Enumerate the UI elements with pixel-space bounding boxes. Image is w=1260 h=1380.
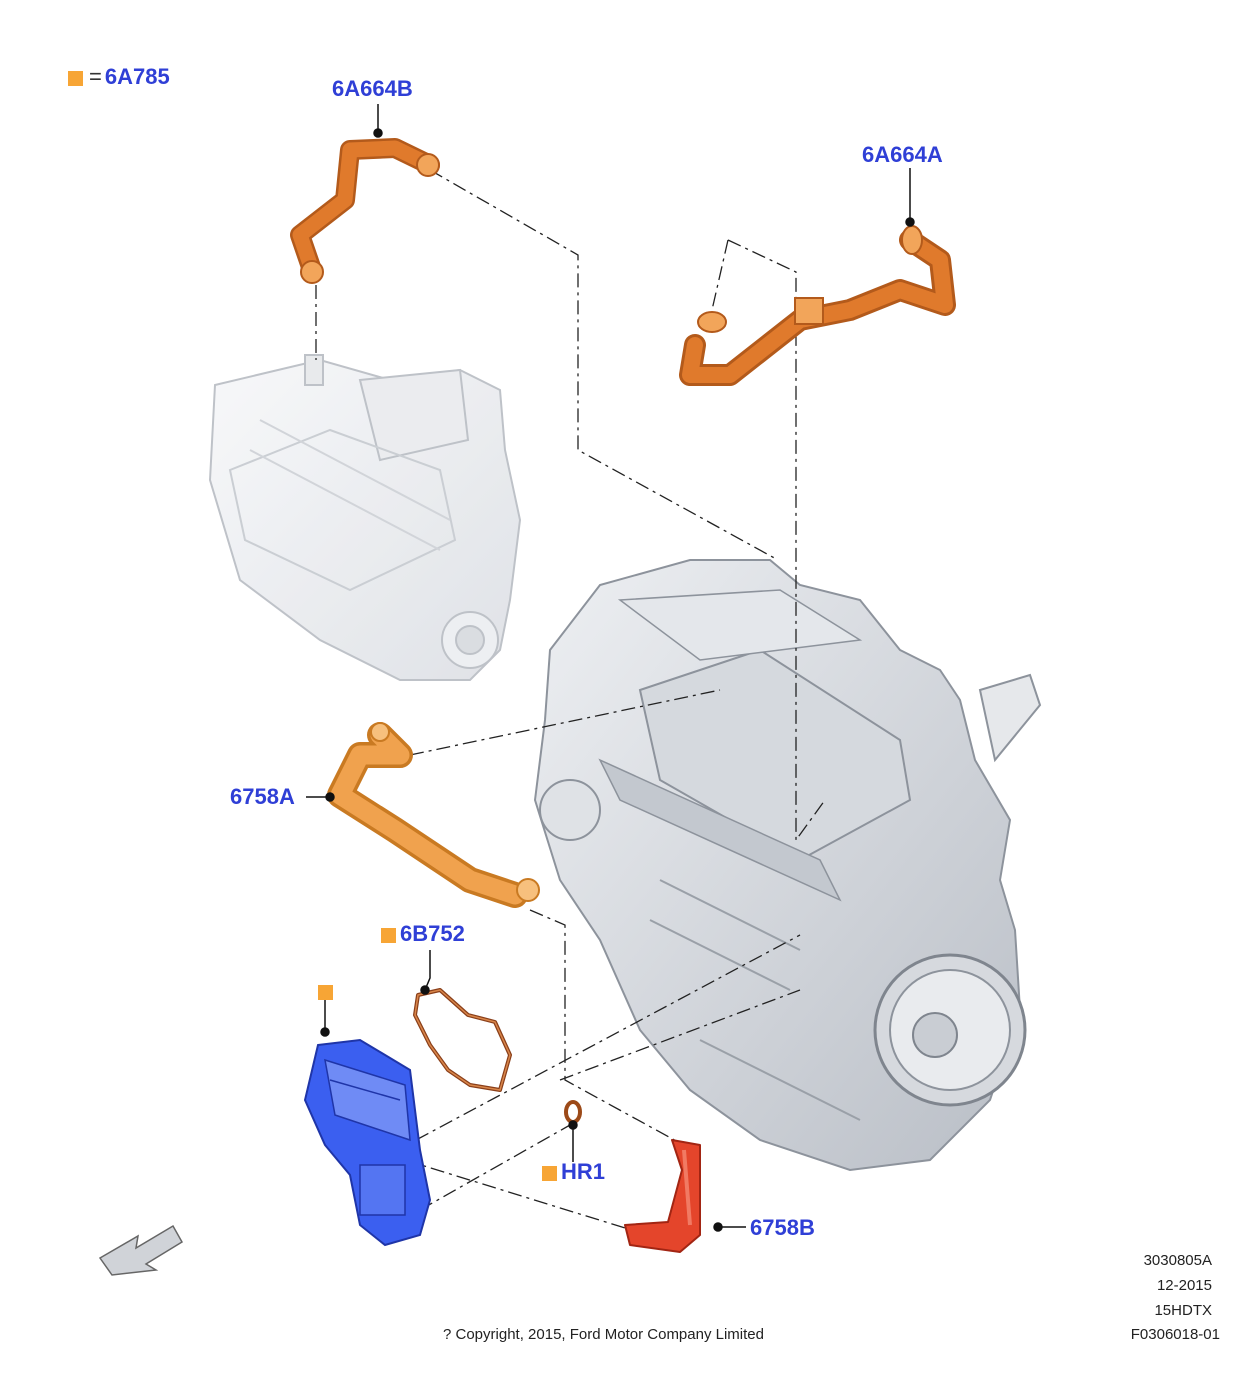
service-kit-square-icon [318,984,333,1000]
leader-lines [315,169,826,1233]
hose-6758A [327,722,540,908]
footer-ref-illustration: 3030805A [1143,1252,1212,1269]
callout-6A664B: 6A664B [332,76,413,101]
hose-6A664B [290,138,440,284]
callout-6B752: 6B752 [381,921,465,947]
service-kit-square-icon [542,1165,557,1181]
reference-cylinder-head [208,354,522,681]
service-kit-square-icon [381,927,396,943]
callout-HR1-label: HR1 [561,1159,606,1184]
callout-6758B: 6758B [750,1215,815,1240]
footer-ref-figure: F0306018-01 [1130,1326,1220,1343]
legend: =6A785 [68,64,170,90]
gasket-6B752 [413,988,512,1092]
callout-6B752-label: 6B752 [400,921,465,946]
callout-HR1: HR1 [542,1159,605,1185]
hose-6A664A [679,225,956,386]
callout-leaders [306,104,915,1232]
o-ring-HR1 [564,1100,582,1124]
engine-assembly [533,559,1042,1172]
oil-separator [303,1038,432,1247]
pipe-6758B [624,1139,701,1253]
footer-ref-date: 12-2015 [1156,1277,1212,1294]
legend-square-icon [68,70,83,86]
footer-ref-model: 15HDTX [1154,1302,1212,1319]
legend-code: 6A785 [104,64,170,89]
legend-equals: = [89,64,102,89]
callout-6A664A: 6A664A [862,142,943,167]
footer-copyright: ? Copyright, 2015, Ford Motor Company Li… [443,1326,764,1343]
callout-6758A: 6758A [230,784,295,809]
front-direction-arrow [98,1224,184,1276]
callout-separator-marker [318,978,337,1004]
